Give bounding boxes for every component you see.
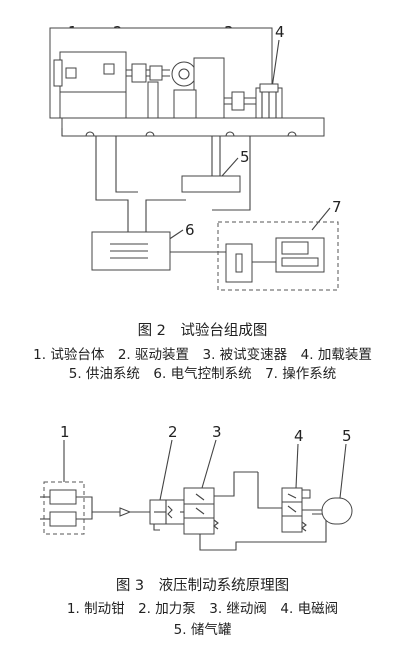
brake-caliper <box>40 481 120 535</box>
callout-2: 2 <box>168 423 178 441</box>
air-reservoir <box>321 497 353 525</box>
figure-3-legend-line-1: 1. 制动钳 2. 加力泵 3. 继动阀 4. 电磁阀 <box>66 601 339 617</box>
callout-4: 4 <box>294 427 304 445</box>
callout-5: 5 <box>240 148 250 166</box>
callout-3: 3 <box>212 423 222 441</box>
callout-5: 5 <box>342 427 352 445</box>
booster-pump <box>119 499 185 531</box>
loading-device <box>255 83 283 119</box>
callout-4: 4 <box>275 23 285 41</box>
electrical-control-system <box>91 231 226 271</box>
drive-device <box>53 51 170 119</box>
oil-supply-system <box>181 136 241 193</box>
figure-3-hydraulic-brake-diagram: 1 2 3 4 5 <box>40 423 353 551</box>
figure-3-title: 图 3 液压制动系统原理图 <box>115 578 290 594</box>
figure-3-legend-line-2: 5. 储气罐 <box>173 622 232 638</box>
figure-2-legend-line-2: 5. 供油系统 6. 电气控制系统 7. 操作系统 <box>68 366 337 382</box>
callout-6: 6 <box>185 221 195 239</box>
figure-2-test-bench-diagram: 1 2 3 4 5 6 7 <box>49 23 342 291</box>
figure-2-legend-line-1: 1. 试验台体 2. 驱动装置 3. 被试变速器 4. 加载装置 <box>33 347 372 363</box>
leader-lines <box>63 439 347 501</box>
tested-gearbox <box>171 57 258 119</box>
connection-lines <box>95 136 251 232</box>
solenoid-valve <box>257 472 322 533</box>
figure-2-title: 图 2 试验台组成图 <box>137 323 268 339</box>
operating-system <box>217 221 339 291</box>
callout-7: 7 <box>332 198 342 216</box>
callout-1: 1 <box>60 423 70 441</box>
relay-valve <box>180 471 327 551</box>
